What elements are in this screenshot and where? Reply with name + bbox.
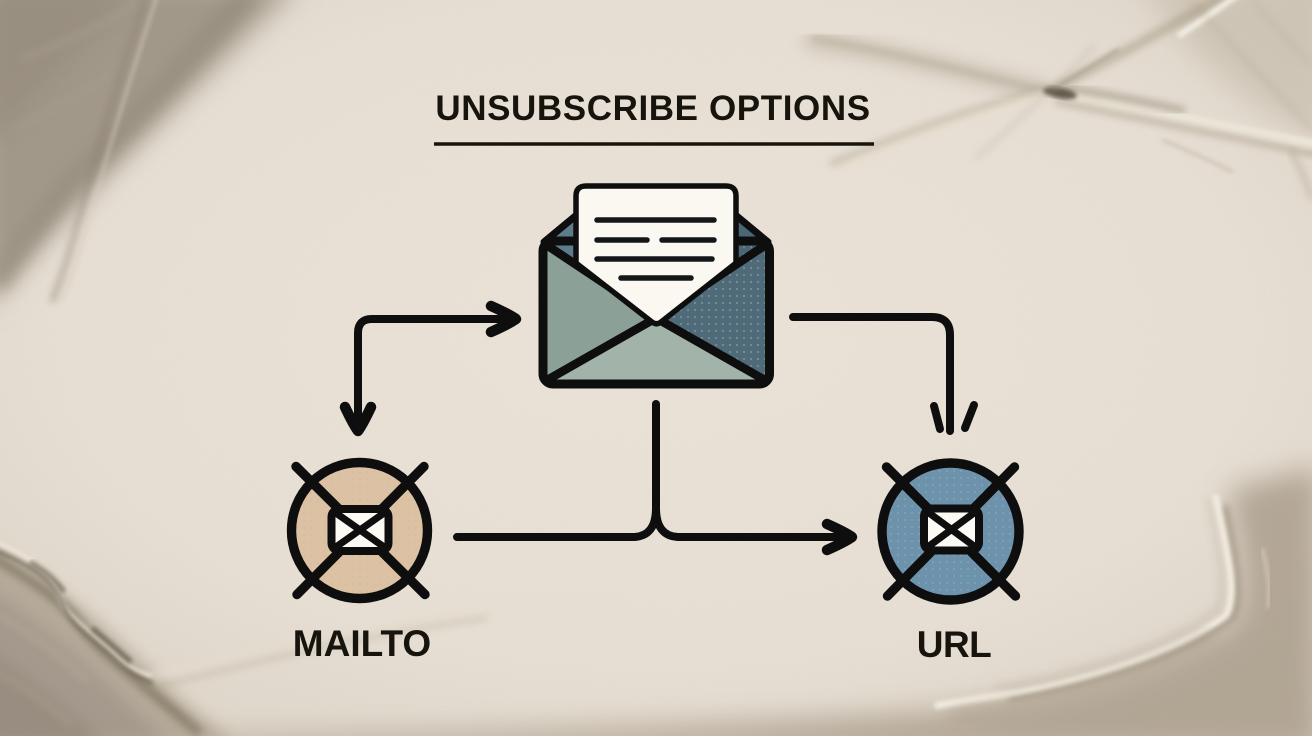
svg-text:UNSUBSCRIBE OPTIONS: UNSUBSCRIBE OPTIONS xyxy=(435,89,870,128)
svg-text:URL: URL xyxy=(917,624,992,665)
svg-text:MAILTO: MAILTO xyxy=(293,623,431,664)
